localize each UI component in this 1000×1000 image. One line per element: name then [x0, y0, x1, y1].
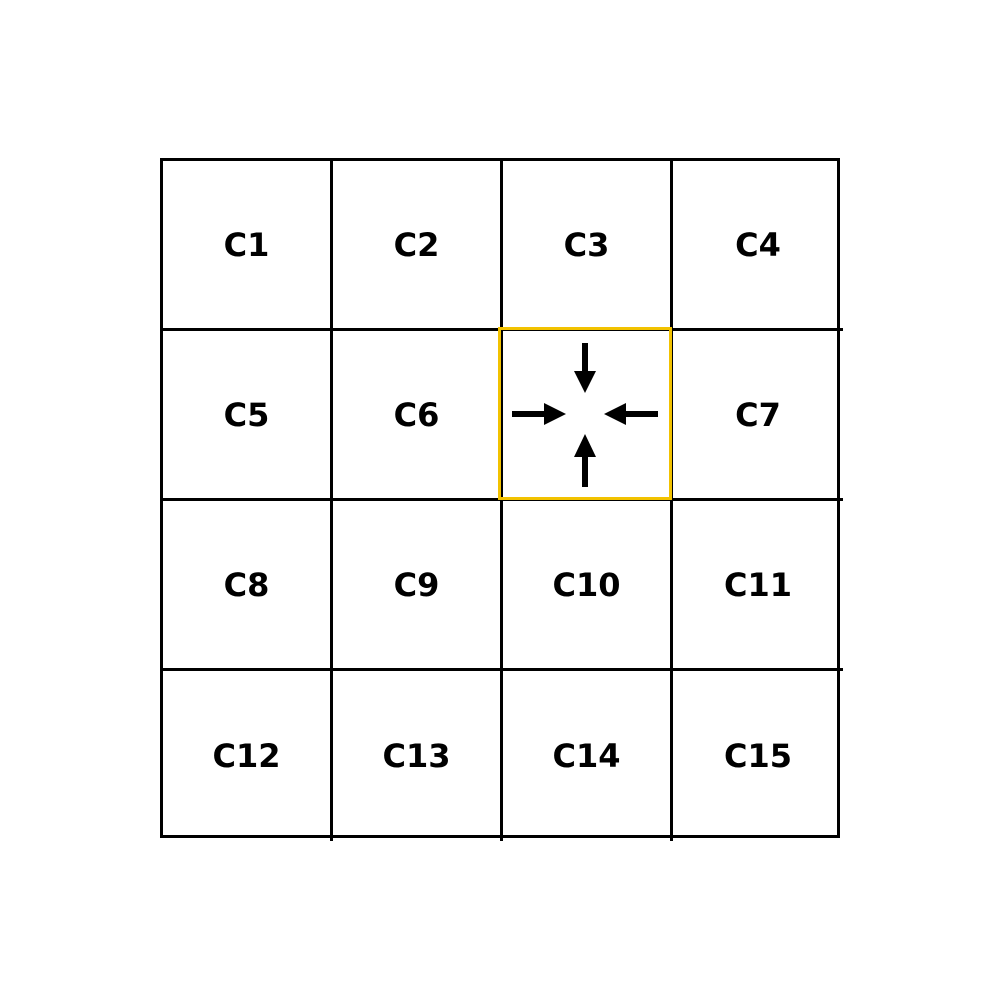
arrow-down-icon — [574, 343, 596, 393]
cell-label: C10 — [552, 565, 621, 604]
grid-cell-c13[interactable]: C13 — [333, 671, 503, 841]
cell-label: C1 — [223, 225, 270, 264]
grid-cell-c1[interactable]: C1 — [163, 161, 333, 331]
converge-arrows-icon — [512, 343, 658, 487]
arrow-left-icon — [604, 403, 658, 425]
grid-cell-c4[interactable]: C4 — [673, 161, 843, 331]
cell-label: C9 — [393, 565, 440, 604]
cell-label: C6 — [393, 395, 440, 434]
cell-label: C3 — [563, 225, 610, 264]
cell-label: C13 — [382, 737, 451, 775]
cell-label: C14 — [552, 737, 621, 775]
arrow-up-icon — [574, 434, 596, 487]
grid-cell-c9[interactable]: C9 — [333, 501, 503, 671]
cell-label: C4 — [735, 225, 781, 264]
grid-cell-c3[interactable]: C3 — [503, 161, 673, 331]
cell-label: C15 — [723, 737, 792, 775]
grid-cell-c14[interactable]: C14 — [503, 671, 673, 841]
cell-label: C12 — [212, 737, 281, 775]
grid-cell-c8[interactable]: C8 — [163, 501, 333, 671]
grid-cell-c5[interactable]: C5 — [163, 331, 333, 501]
cell-grid: C1 C2 C3 C4 C5 C6 C7 C8 C9 C10 C11 C12 C… — [160, 158, 843, 841]
grid-cell-c10[interactable]: C10 — [503, 501, 673, 671]
arrow-right-icon — [512, 403, 566, 425]
cell-label: C8 — [223, 565, 270, 604]
cell-label: C5 — [223, 395, 270, 434]
grid-cell-c7[interactable]: C7 — [673, 331, 843, 501]
grid-cell-c12[interactable]: C12 — [163, 671, 333, 841]
cell-label: C11 — [723, 565, 792, 604]
grid-cell-c11[interactable]: C11 — [673, 501, 843, 671]
grid-cell-c6[interactable]: C6 — [333, 331, 503, 501]
cell-label: C7 — [735, 395, 781, 434]
grid-cell-c15[interactable]: C15 — [673, 671, 843, 841]
grid-cell-c2[interactable]: C2 — [333, 161, 503, 331]
cell-label: C2 — [393, 225, 440, 264]
